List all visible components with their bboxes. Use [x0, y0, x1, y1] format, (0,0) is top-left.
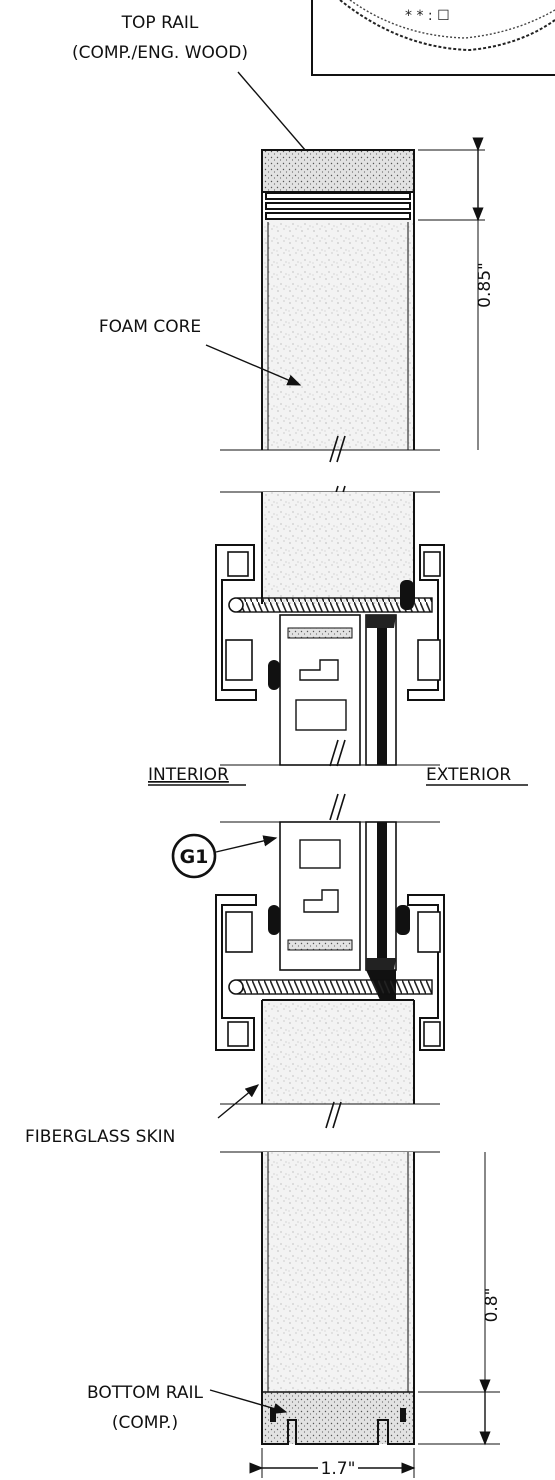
- top-rail-material-label: (COMP./ENG. WOOD): [72, 43, 248, 63]
- glazing-callout-text: G1: [180, 846, 209, 868]
- dimension-width: 1.7": [249, 1448, 416, 1479]
- upper-frame-section: [215, 491, 445, 766]
- break-mark-middle: [329, 739, 346, 821]
- foam-core-leader: [205, 344, 302, 386]
- exterior-label: EXTERIOR: [426, 765, 511, 785]
- bottom-panel: [220, 1151, 440, 1445]
- top-rail-label: TOP RAIL: [121, 13, 199, 33]
- fiberglass-skin-leader: [217, 1084, 260, 1119]
- svg-text:* * : ☐: * * : ☐: [405, 8, 450, 24]
- bottom-rail-leader: [209, 1389, 288, 1414]
- bottom-rail-material-label: (COMP.): [112, 1413, 178, 1433]
- dimension-width-value: 1.7": [321, 1459, 356, 1479]
- fiberglass-skin-label: FIBERGLASS SKIN: [25, 1127, 175, 1147]
- engineer-seal: * * : ☐: [311, 0, 555, 76]
- glazing-callout: G1: [171, 833, 278, 879]
- upper-panel: [220, 149, 440, 451]
- dimension-top-value: 0.85": [475, 262, 495, 308]
- dimension-top: 0.85": [418, 137, 495, 450]
- interior-label: INTERIOR: [148, 765, 229, 785]
- lower-frame-section: [215, 821, 445, 1105]
- dimension-bottom-value: 0.8": [482, 1288, 502, 1323]
- bottom-rail-label: BOTTOM RAIL: [87, 1383, 203, 1403]
- foam-core-label: FOAM CORE: [99, 317, 201, 337]
- dimension-bottom: 0.8": [418, 1152, 502, 1446]
